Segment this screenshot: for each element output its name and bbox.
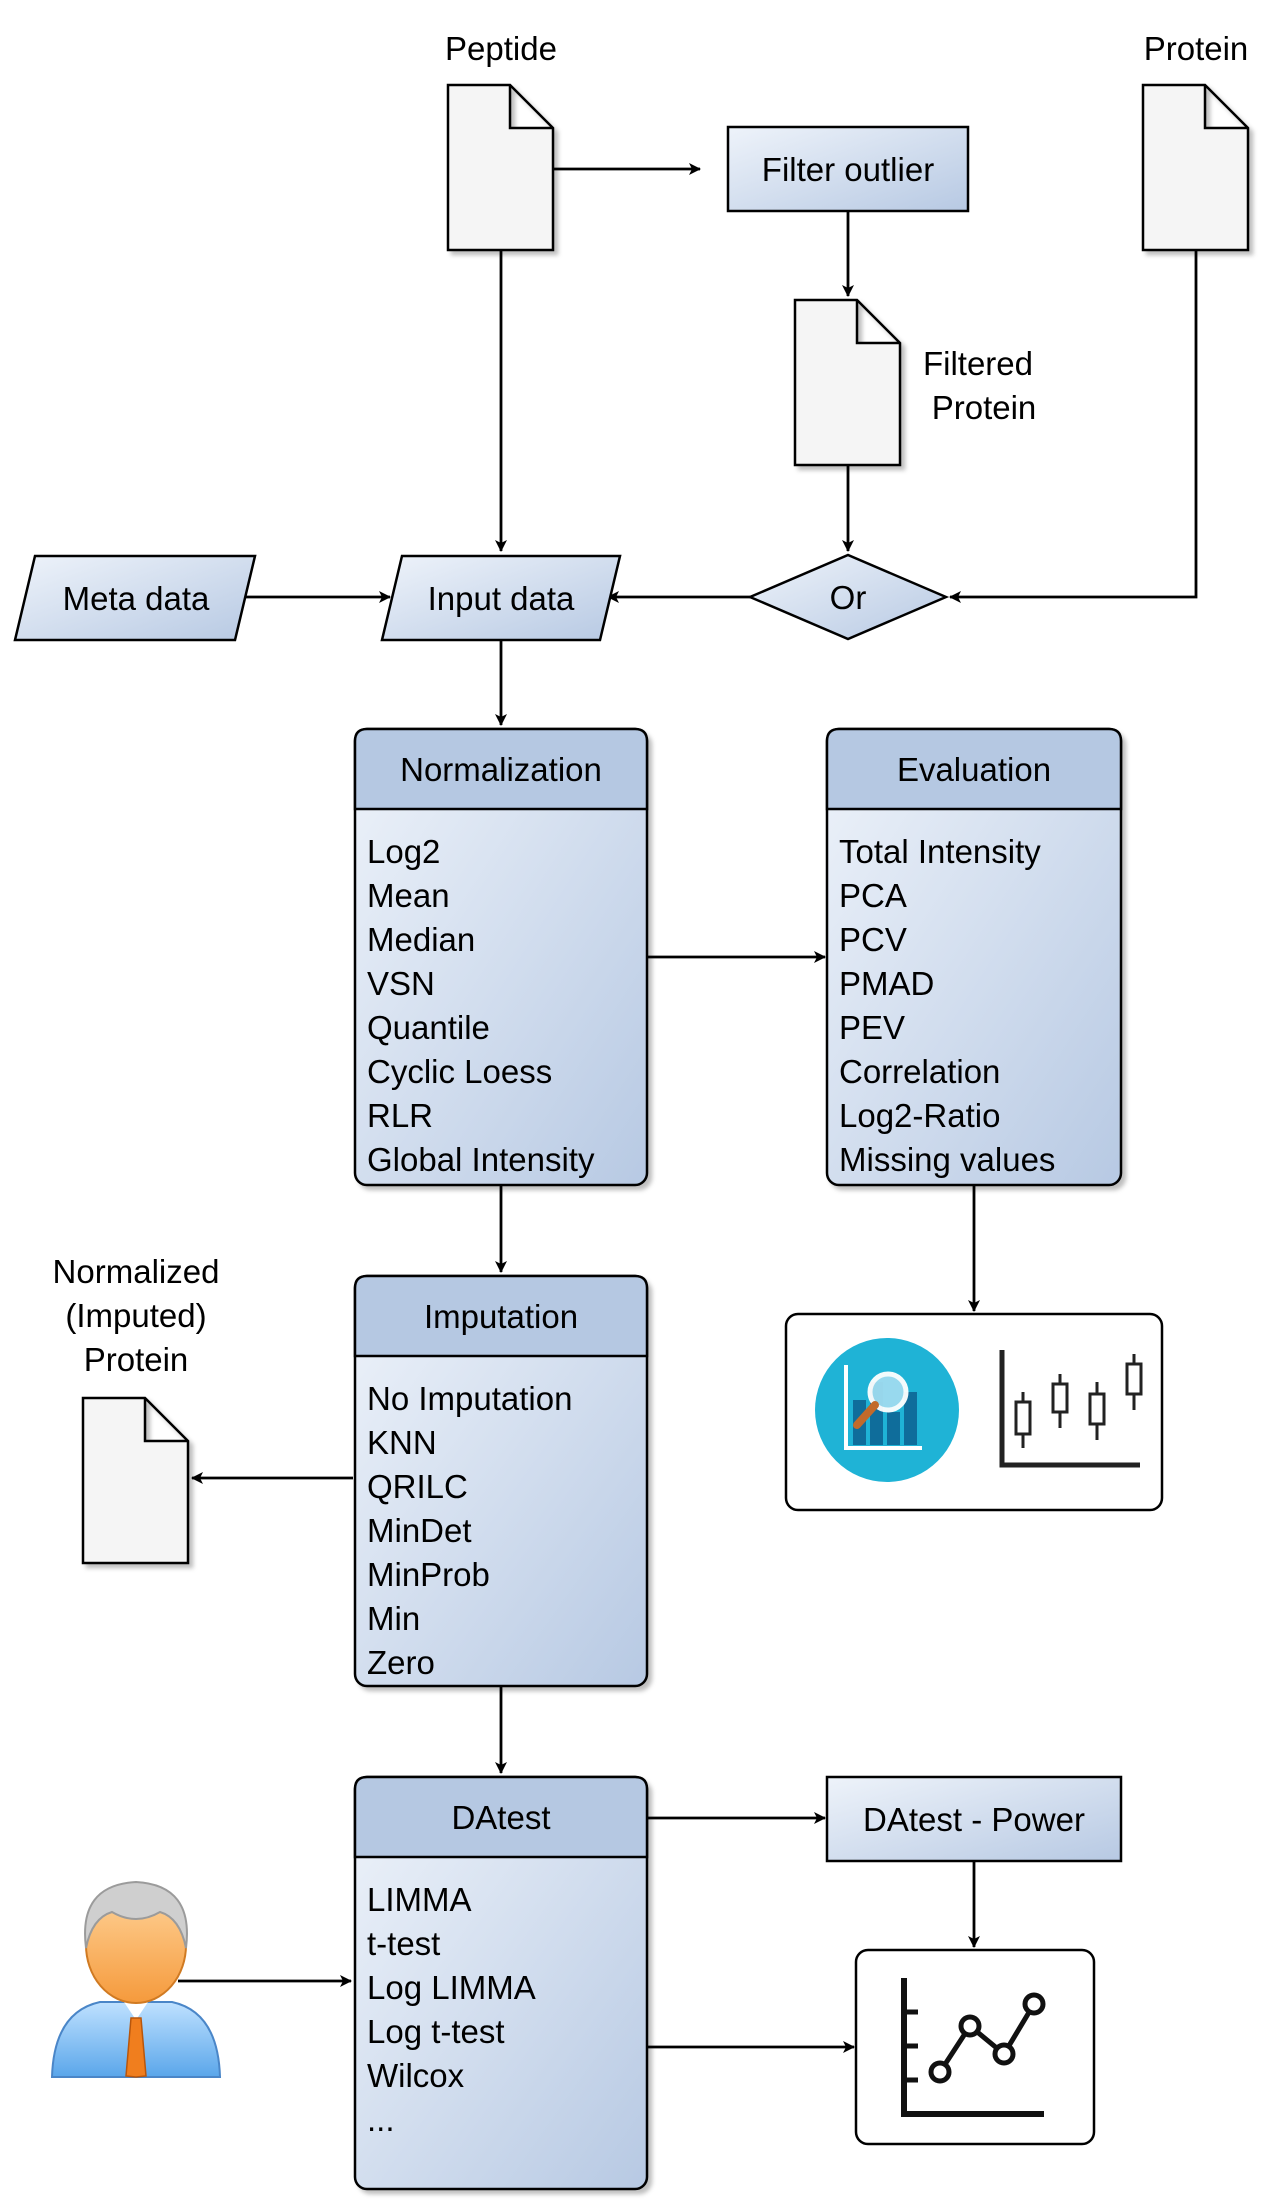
datest-title: DAtest [451,1799,550,1836]
list-item: PCV [839,921,907,958]
normalized-protein-label-line-3: Protein [84,1341,189,1378]
list-item: PCA [839,877,907,914]
list-item: KNN [367,1424,437,1461]
protein-document: Protein [1141,30,1250,252]
datest-power-label: DAtest - Power [863,1801,1085,1838]
edge-protein-to-or [949,250,1198,603]
line-chart-icon [901,1978,1046,2117]
list-item: Median [367,921,475,958]
filtered-protein-label-line-2: Protein [932,389,1037,426]
list-item: ... [367,2101,395,2138]
or-node: Or [746,553,950,641]
list-item: Log t-test [367,2013,505,2050]
normalized-protein-document: Normalized (Imputed) Protein [53,1253,220,1565]
list-item: Min [367,1600,420,1637]
list-item: Total Intensity [839,833,1041,870]
list-item: Cyclic Loess [367,1053,552,1090]
evaluation-title: Evaluation [897,751,1051,788]
or-label: Or [830,579,867,616]
list-item: Mean [367,877,450,914]
list-item: Zero [367,1644,435,1681]
list-item: Correlation [839,1053,1000,1090]
list-item: Quantile [367,1009,490,1046]
candlestick-chart-icon [999,1350,1143,1468]
power-output-box [854,1948,1096,2146]
normalized-protein-label-line-1: Normalized [53,1253,220,1290]
filter-outlier-node: Filter outlier [726,125,970,213]
list-item: PMAD [839,965,934,1002]
evaluation-output-box [784,1312,1164,1512]
normalized-protein-label-line-2: (Imputed) [65,1297,206,1334]
list-item: RLR [367,1097,433,1134]
input-data-label: Input data [428,580,575,617]
input-data-node: Input data [380,554,622,642]
list-item: QRILC [367,1468,468,1505]
list-item: Wilcox [367,2057,465,2094]
list-item: MinProb [367,1556,490,1593]
filter-outlier-label: Filter outlier [762,151,934,188]
meta-data-node: Meta data [13,554,257,642]
list-item: Global Intensity [367,1141,595,1178]
list-item: Log2-Ratio [839,1097,1000,1134]
list-item: PEV [839,1009,905,1046]
filtered-protein-label-line-1: Filtered [923,345,1033,382]
list-item: Missing values [839,1141,1055,1178]
datest-power-node: DAtest - Power [825,1775,1123,1863]
list-item: Log LIMMA [367,1969,536,2006]
peptide-document: Peptide [445,30,557,252]
imputation-title: Imputation [424,1298,578,1335]
list-item: No Imputation [367,1380,572,1417]
connectors [178,163,1198,2053]
meta-data-label: Meta data [63,580,210,617]
list-item: Log2 [367,833,440,870]
analytics-icon [815,1338,959,1482]
user-icon [50,1880,222,2078]
list-item: LIMMA [367,1881,472,1918]
list-item: t-test [367,1925,440,1962]
filtered-protein-document: Filtered Protein [793,298,1037,467]
peptide-label: Peptide [445,30,557,67]
list-item: VSN [367,965,435,1002]
normalization-title: Normalization [400,751,602,788]
protein-label: Protein [1144,30,1249,67]
list-item: MinDet [367,1512,472,1549]
